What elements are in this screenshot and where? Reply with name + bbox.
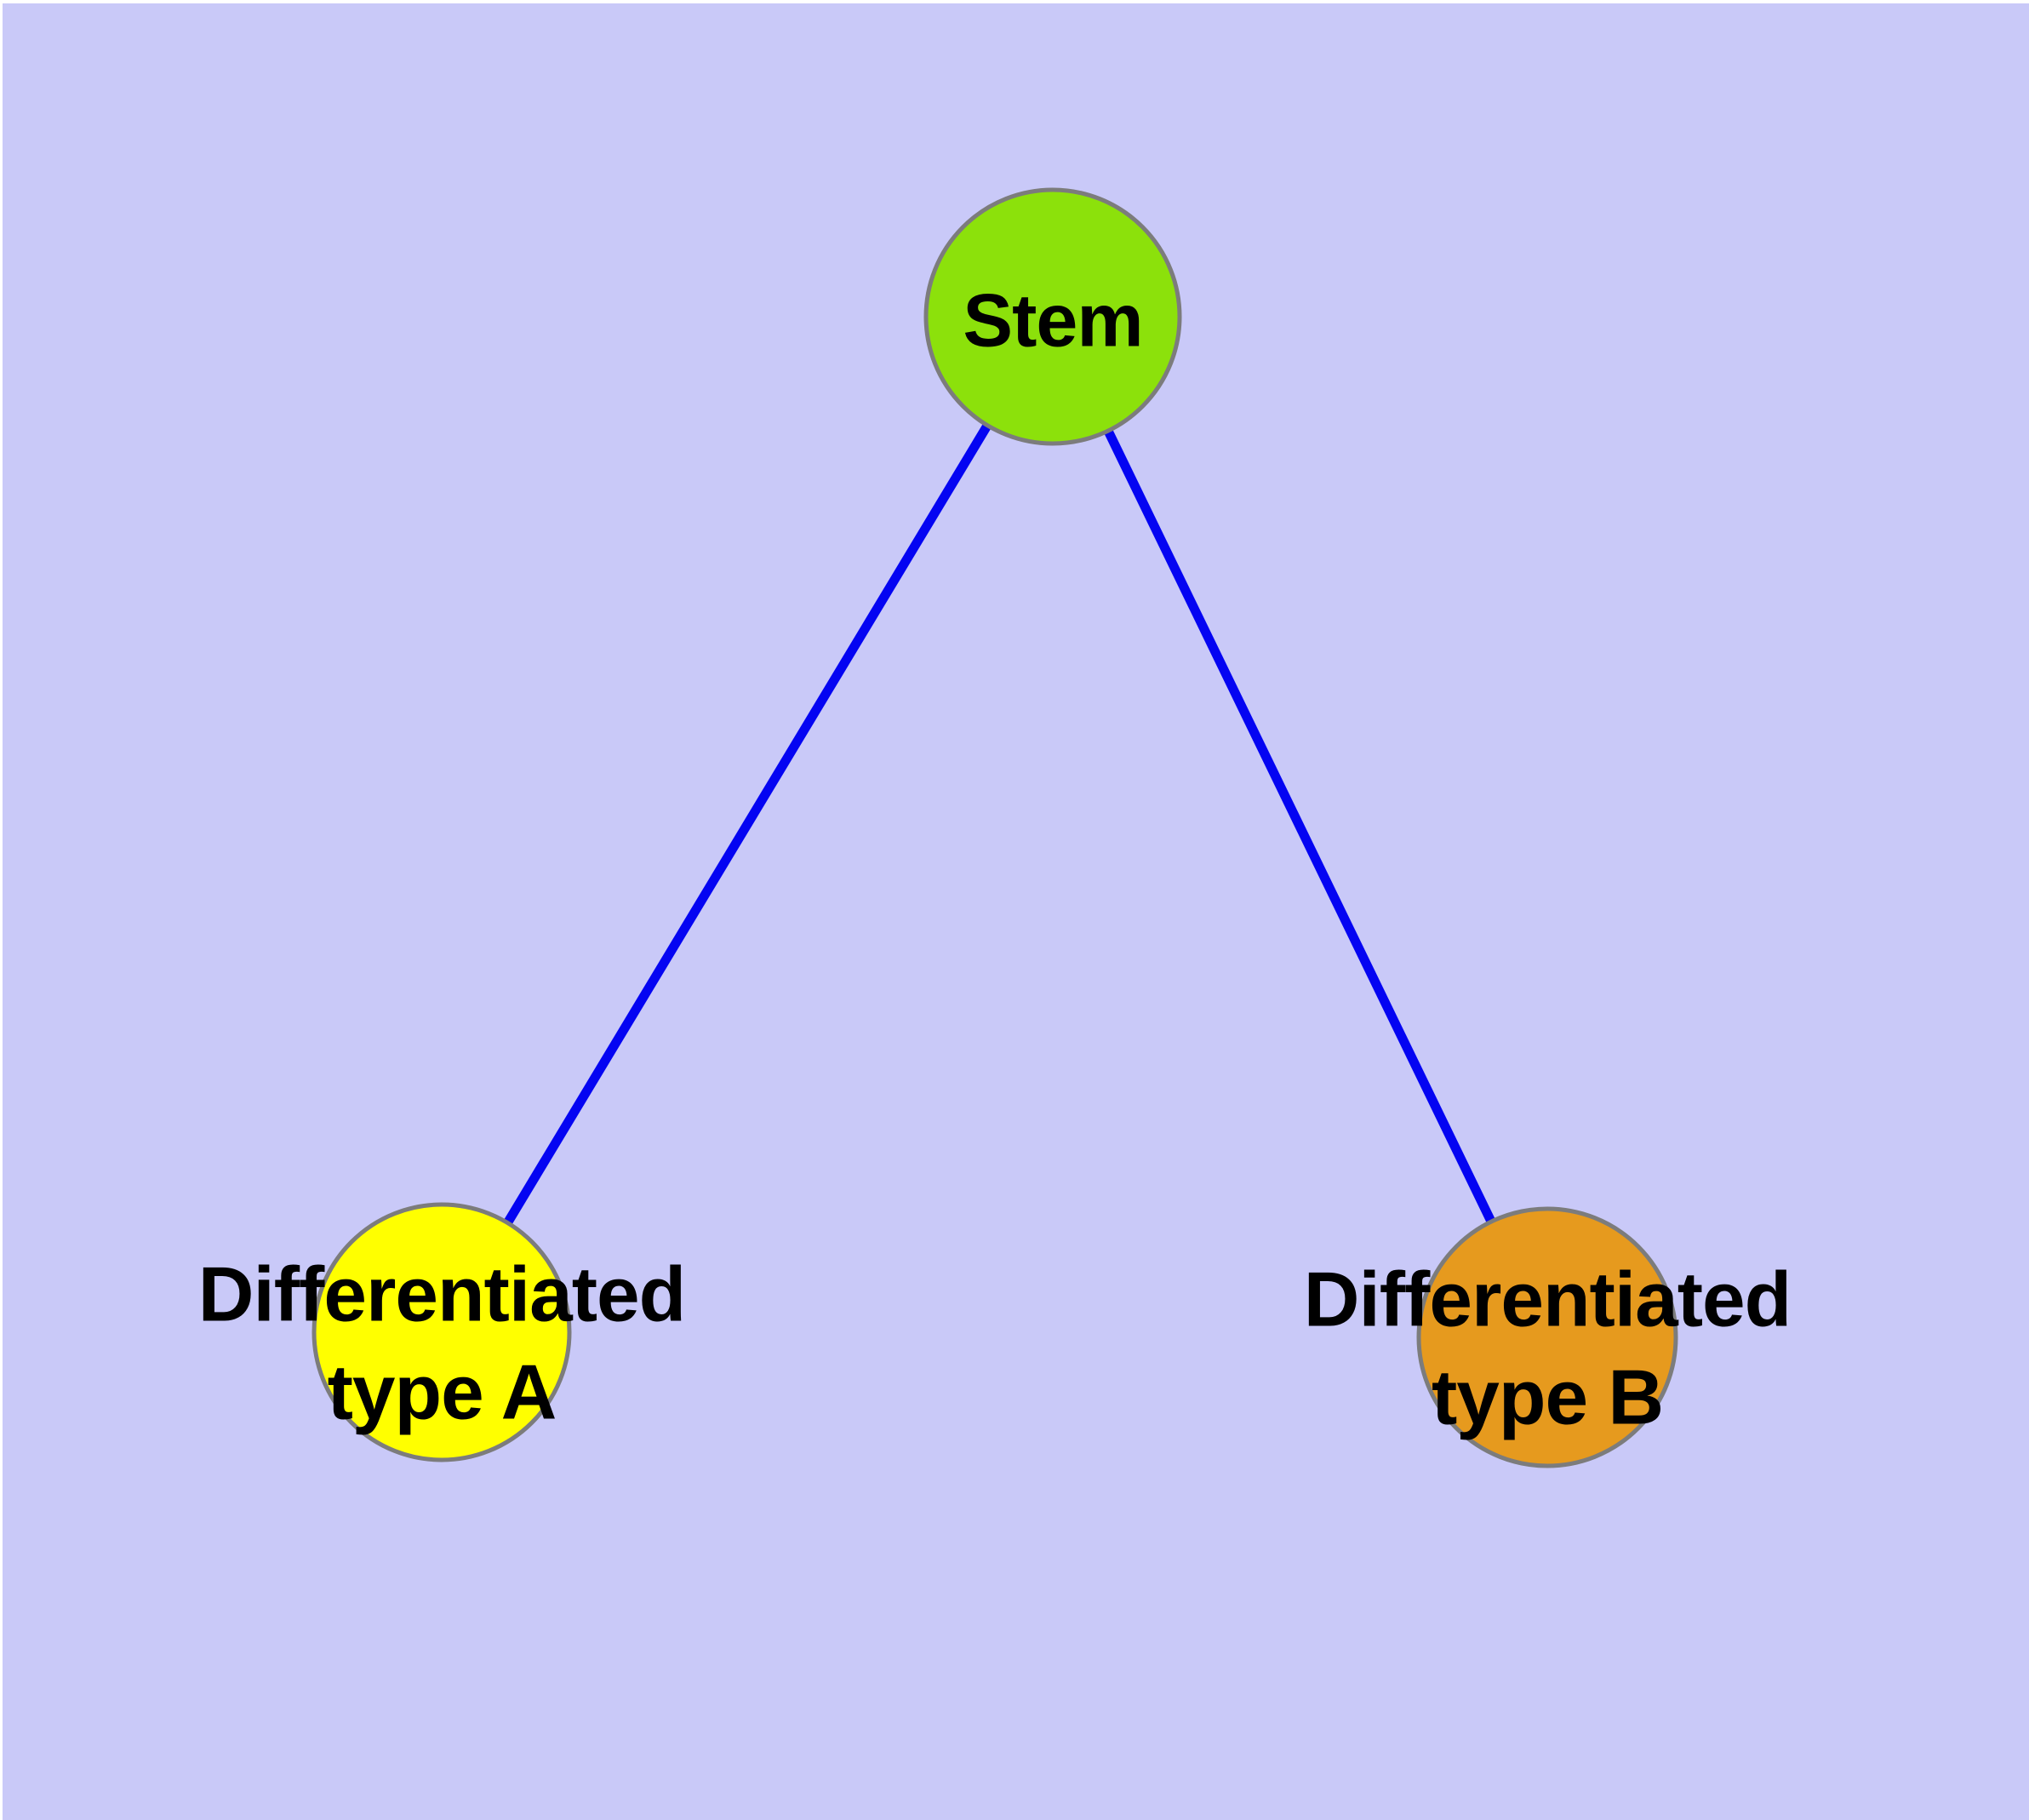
node-stem-label: Stem <box>963 278 1143 363</box>
node-type-b-label: Differentiated type B <box>1303 1256 1792 1440</box>
node-type-b-circle <box>1416 1206 1678 1468</box>
node-stem-circle <box>923 187 1182 446</box>
edge-stem-to-type-a <box>437 314 1057 1335</box>
node-type-a-circle <box>311 1202 572 1462</box>
edge-stem-to-type-b <box>1049 314 1552 1340</box>
node-type-a-label: Differentiated type A <box>197 1251 687 1435</box>
